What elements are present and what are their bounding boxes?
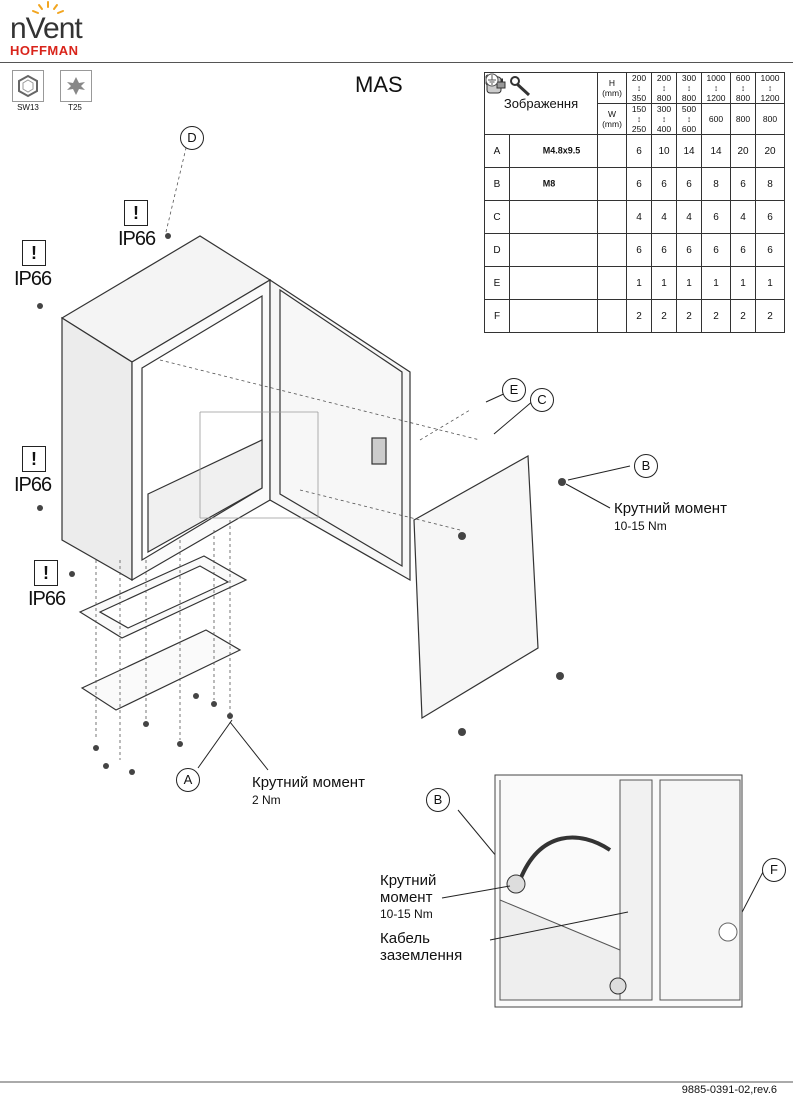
h-label: H (mm) xyxy=(597,72,627,104)
table-cell: 20 xyxy=(755,134,785,168)
table-row: E 1 1 1 1 1 1 xyxy=(484,75,785,300)
w-range: 300 ↕ 400 xyxy=(651,103,677,135)
table-cell: 4 xyxy=(676,200,702,234)
callout-c: C xyxy=(530,388,554,412)
cable-label-line1: Кабель xyxy=(380,930,430,947)
w-range: 600 xyxy=(701,103,731,135)
callout-d: D xyxy=(180,126,204,150)
table-cell: 6 xyxy=(755,233,785,267)
tool-label-t25: T25 xyxy=(68,103,82,112)
earth-ground-icon xyxy=(485,73,540,323)
brand-name: nVent xyxy=(10,12,83,45)
warning-icon: ! xyxy=(22,240,46,266)
warning-icon: ! xyxy=(124,200,148,226)
h-range: 200 ↕ 350 xyxy=(626,72,652,104)
callout-b-detail: B xyxy=(426,788,450,812)
page-title: MAS xyxy=(355,72,403,97)
callout-a: A xyxy=(176,768,200,792)
table-row: F 2 2 2 2 2 2 xyxy=(484,73,785,333)
table-cell: 6 xyxy=(651,233,677,267)
warning-icon: ! xyxy=(22,446,46,472)
row-letter: B xyxy=(484,167,510,201)
callout-b: B xyxy=(634,454,658,478)
callout-f: F xyxy=(762,858,786,882)
door-lock-shape xyxy=(371,437,387,465)
table-cell: 8 xyxy=(755,167,785,201)
table-cell: 2 xyxy=(676,299,702,333)
parts-table: Зображення H (mm) 200 ↕ 350 200 ↕ 800 30… xyxy=(484,72,785,333)
ip-rating-label: IP66 xyxy=(28,588,66,610)
ip-rating-label: IP66 xyxy=(14,474,52,496)
warning-icon: ! xyxy=(34,560,58,586)
table-cell: 10 xyxy=(651,134,677,168)
gland-plate xyxy=(80,629,242,711)
table-cell: 6 xyxy=(626,233,652,267)
enclosure-door xyxy=(269,278,411,582)
part-name: M8 xyxy=(542,178,556,189)
brand-logo: nVent HOFFMAN xyxy=(10,1,83,58)
torx-bit-icon xyxy=(60,70,92,102)
ip-rating-label: IP66 xyxy=(14,268,52,290)
brand-sub: HOFFMAN xyxy=(10,43,79,58)
table-cell: 2 xyxy=(626,299,652,333)
table-cell: 6 xyxy=(730,167,756,201)
w-range: 800 xyxy=(730,103,756,135)
table-cell: 20 xyxy=(730,134,756,168)
callout-e: E xyxy=(502,378,526,402)
h-range: 200 ↕ 800 xyxy=(651,72,677,104)
torque-value-b: 10-15 Nm xyxy=(614,519,667,533)
detail-torque-line1: Крутний xyxy=(380,872,437,889)
table-cell: 1 xyxy=(755,266,785,300)
torque-note-a: Крутний момент xyxy=(252,774,365,791)
ip-rating-label: IP66 xyxy=(118,228,156,250)
part-name: M4.8x9.5 xyxy=(542,145,581,156)
table-cell: 14 xyxy=(676,134,702,168)
h-range: 600 ↕ 800 xyxy=(730,72,756,104)
document-number: 9885-0391-02,rev.6 xyxy=(681,1084,777,1096)
torque-value-a: 2 Nm xyxy=(252,793,281,807)
cable-label-line2: заземлення xyxy=(380,947,463,964)
row-letter: C xyxy=(484,200,510,234)
detail-torque-line2: момент xyxy=(380,889,433,906)
enclosure-side-face xyxy=(61,316,133,582)
table-row: A M4.8x9.5 6 10 14 14 20 20 xyxy=(484,74,785,168)
table-cell: 1 xyxy=(676,266,702,300)
header-divider xyxy=(0,62,793,63)
mounting-plate xyxy=(413,455,539,720)
detail-torque-value: 10-15 Nm xyxy=(380,907,433,921)
hex-wrench-icon xyxy=(12,70,44,102)
tool-label-sw13: SW13 xyxy=(17,103,39,112)
w-range: 800 xyxy=(755,103,785,135)
table-cell: 2 xyxy=(755,299,785,333)
table-cell: 6 xyxy=(701,200,731,234)
sun-rays-icon xyxy=(32,1,64,14)
table-cell: 2 xyxy=(730,299,756,333)
row-letter: F xyxy=(484,299,510,333)
torque-note-b: Крутний момент xyxy=(614,500,727,517)
